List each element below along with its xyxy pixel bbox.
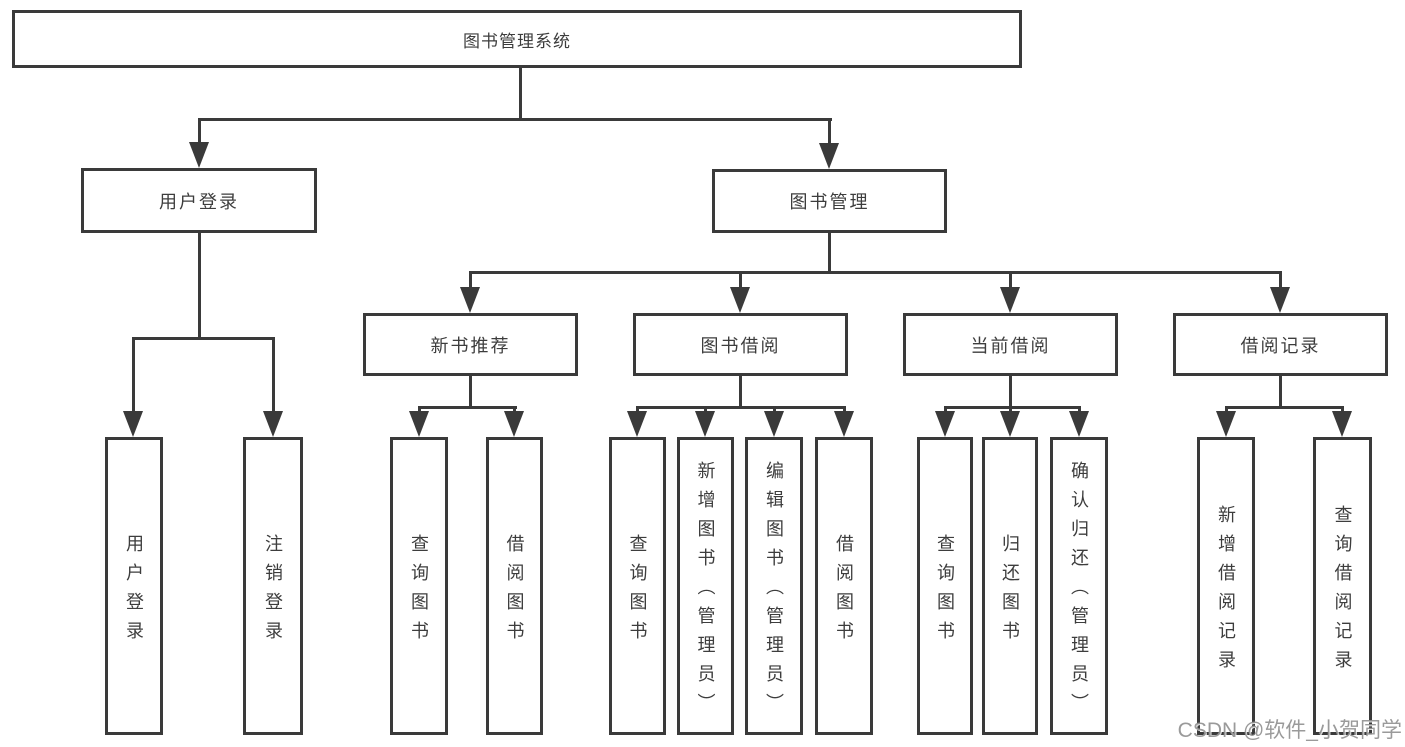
connector-line bbox=[197, 118, 201, 144]
connector-line bbox=[772, 406, 776, 414]
leaf-user-login: 用户登录 bbox=[105, 437, 163, 735]
arrowhead-icon bbox=[504, 411, 524, 437]
connector-line bbox=[738, 271, 742, 289]
connector-line bbox=[417, 406, 421, 414]
connector-line bbox=[1278, 271, 1282, 289]
connector-line bbox=[518, 66, 522, 120]
node-current-borrow: 当前借阅 bbox=[903, 313, 1118, 376]
arrowhead-icon bbox=[730, 287, 750, 313]
connector-line bbox=[635, 406, 846, 409]
arrowhead-icon bbox=[263, 411, 283, 437]
leaf-edit-books-admin-label: 编辑图书（管理员） bbox=[764, 461, 784, 722]
arrowhead-icon bbox=[1000, 287, 1020, 313]
node-book-borrow-label: 图书借阅 bbox=[700, 335, 781, 356]
arrowhead-icon bbox=[1216, 411, 1236, 437]
connector-line bbox=[827, 118, 831, 145]
connector-line bbox=[842, 406, 846, 414]
arrowhead-icon bbox=[460, 287, 480, 313]
leaf-confirm-return-admin-label: 确认归还（管理员） bbox=[1069, 461, 1089, 722]
arrowhead-icon bbox=[1332, 411, 1352, 437]
node-borrow-records-label: 借阅记录 bbox=[1240, 335, 1321, 356]
arrowhead-icon bbox=[189, 142, 209, 168]
leaf-recommend-query-books: 查询图书 bbox=[390, 437, 448, 735]
connector-line bbox=[512, 406, 516, 414]
node-user-login: 用户登录 bbox=[81, 168, 317, 233]
connector-line bbox=[1077, 406, 1081, 414]
connector-line bbox=[1224, 406, 1344, 409]
arrowhead-icon bbox=[627, 411, 647, 437]
connector-line bbox=[468, 271, 472, 289]
arrowhead-icon bbox=[409, 411, 429, 437]
leaf-logout: 注销登录 bbox=[243, 437, 303, 735]
leaf-recommend-borrow-books: 借阅图书 bbox=[486, 437, 543, 735]
leaf-borrow-query-books-label: 查询图书 bbox=[627, 533, 648, 650]
connector-line bbox=[468, 376, 472, 409]
leaf-user-login-label: 用户登录 bbox=[124, 533, 144, 650]
connector-line bbox=[417, 406, 517, 409]
leaf-confirm-return-admin: 确认归还（管理员） bbox=[1050, 437, 1108, 735]
node-book-borrow: 图书借阅 bbox=[633, 313, 848, 376]
arrowhead-icon bbox=[1069, 411, 1089, 437]
connector-line bbox=[197, 118, 832, 121]
leaf-add-borrow-record-label: 新增借阅记录 bbox=[1216, 504, 1236, 679]
leaf-add-borrow-record: 新增借阅记录 bbox=[1197, 437, 1255, 735]
leaf-current-query-books-label: 查询图书 bbox=[935, 533, 955, 650]
arrowhead-icon bbox=[819, 143, 839, 169]
arrowhead-icon bbox=[123, 411, 143, 437]
arrowhead-icon bbox=[764, 411, 784, 437]
connector-line bbox=[131, 337, 275, 340]
node-root-label: 图书管理系统 bbox=[463, 31, 571, 51]
csdn-watermark: CSDN @软件_小贺同学 bbox=[1177, 719, 1402, 742]
node-user-login-label: 用户登录 bbox=[159, 191, 239, 212]
leaf-edit-books-admin: 编辑图书（管理员） bbox=[745, 437, 803, 735]
connector-line bbox=[943, 406, 947, 414]
node-new-book-recommend-label: 新书推荐 bbox=[430, 335, 511, 356]
arrowhead-icon bbox=[834, 411, 854, 437]
leaf-add-books-admin-label: 新增图书（管理员） bbox=[695, 461, 716, 722]
connector-line bbox=[738, 376, 742, 409]
arrowhead-icon bbox=[1270, 287, 1290, 313]
connector-line bbox=[635, 406, 639, 414]
connector-line bbox=[468, 271, 1282, 274]
leaf-borrow-query-books: 查询图书 bbox=[609, 437, 666, 735]
leaf-current-query-books: 查询图书 bbox=[917, 437, 973, 735]
leaf-add-books-admin: 新增图书（管理员） bbox=[677, 437, 734, 735]
node-book-management: 图书管理 bbox=[712, 169, 947, 233]
connector-line bbox=[703, 406, 707, 414]
connector-line bbox=[943, 406, 1081, 409]
connector-line bbox=[827, 233, 831, 274]
node-root: 图书管理系统 bbox=[12, 10, 1022, 68]
node-book-management-label: 图书管理 bbox=[789, 192, 870, 212]
leaf-borrow-books: 借阅图书 bbox=[815, 437, 873, 735]
leaf-recommend-query-books-label: 查询图书 bbox=[409, 533, 429, 650]
leaf-recommend-borrow-books-label: 借阅图书 bbox=[504, 533, 525, 650]
node-current-borrow-label: 当前借阅 bbox=[970, 335, 1051, 356]
leaf-query-borrow-record: 查询借阅记录 bbox=[1313, 437, 1372, 735]
arrowhead-icon bbox=[935, 411, 955, 437]
arrowhead-icon bbox=[1000, 411, 1020, 437]
leaf-borrow-books-label: 借阅图书 bbox=[834, 533, 854, 650]
leaf-logout-label: 注销登录 bbox=[263, 533, 283, 650]
node-borrow-records: 借阅记录 bbox=[1173, 313, 1388, 376]
leaf-return-books: 归还图书 bbox=[982, 437, 1038, 735]
connector-line bbox=[1224, 406, 1228, 414]
connector-line bbox=[1008, 271, 1012, 289]
connector-line bbox=[197, 233, 201, 340]
arrowhead-icon bbox=[695, 411, 715, 437]
connector-line bbox=[1340, 406, 1344, 414]
connector-line bbox=[1278, 376, 1282, 409]
connector-line bbox=[1008, 406, 1012, 414]
node-new-book-recommend: 新书推荐 bbox=[363, 313, 578, 376]
leaf-query-borrow-record-label: 查询借阅记录 bbox=[1332, 504, 1353, 679]
connector-line bbox=[131, 337, 135, 413]
connector-line bbox=[271, 337, 275, 413]
leaf-return-books-label: 归还图书 bbox=[1000, 533, 1020, 650]
connector-line bbox=[1008, 376, 1012, 409]
